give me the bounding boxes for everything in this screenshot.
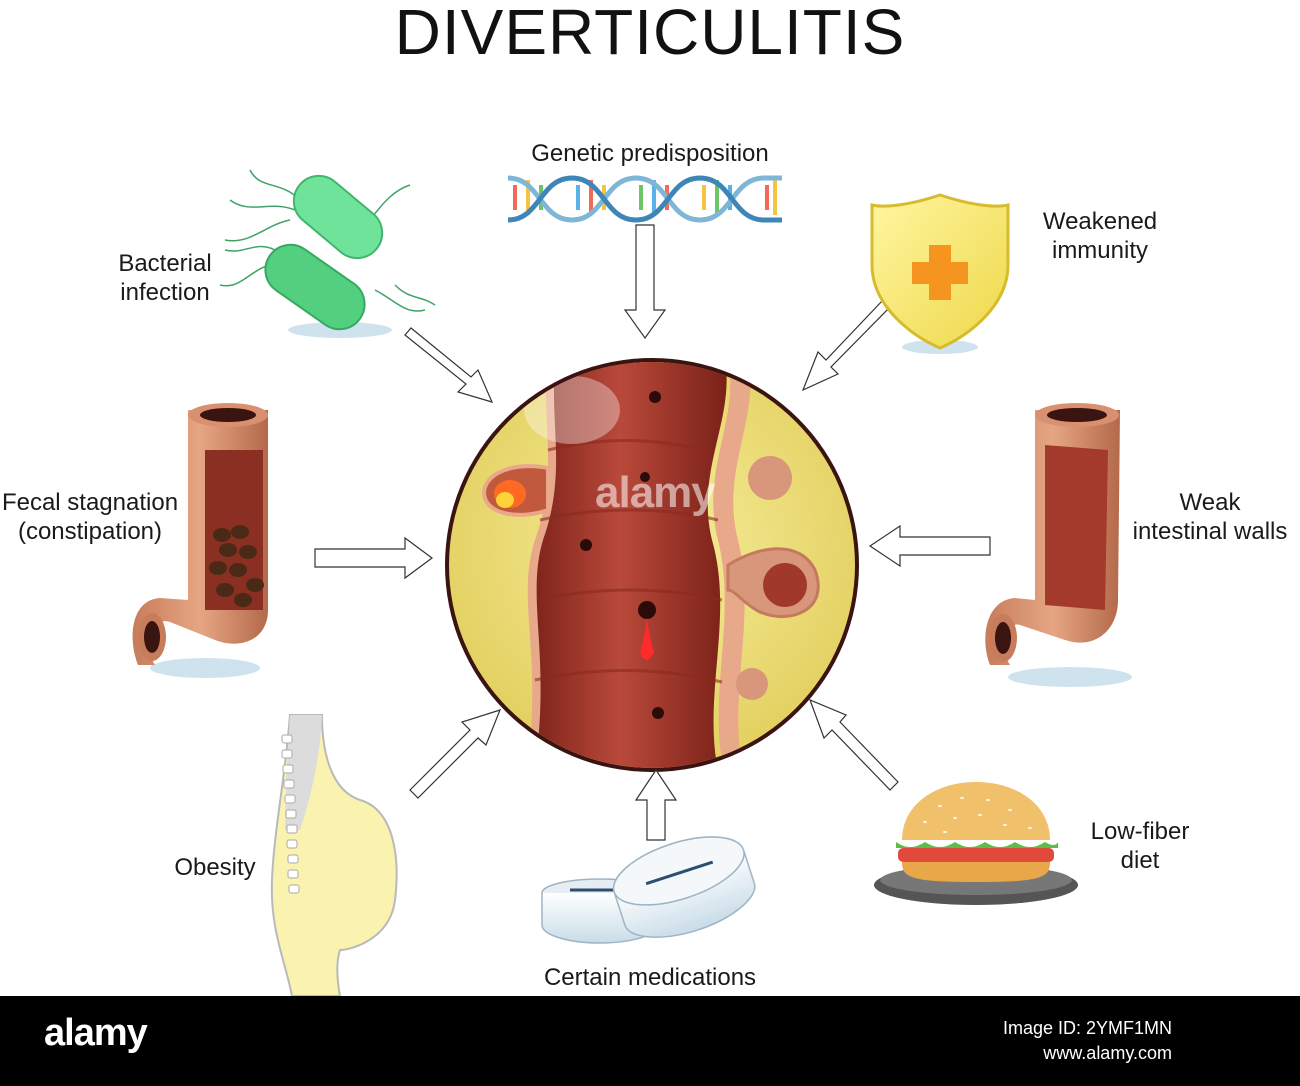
page-title: DIVERTICULITIS [394,0,906,68]
colon-weak-walls-icon [985,403,1132,687]
burger-icon [874,782,1078,905]
label-low-fiber-diet: Low-fiber diet [1090,818,1190,874]
arrow-fecal [314,536,434,580]
arrow-obesity [409,709,502,799]
colon-constipation-icon [132,403,268,678]
label-certain-medications: Certain medications [543,964,757,991]
footer-bar [0,996,1300,1086]
label-genetic-predisposition: Genetic predisposition [531,140,769,167]
footer-logo: alamy [44,1012,148,1054]
shield-icon [870,193,1010,354]
watermark: alamy [595,468,716,517]
arrow-bacterial [404,327,494,403]
footer-image-id: Image ID: 2YMF1MN [1002,1018,1172,1038]
arrow-low-fiber [808,698,899,791]
arrow-immunity [801,299,891,392]
arrow-weak-walls [868,524,991,568]
label-obesity: Obesity [174,854,256,881]
obesity-body-icon [270,714,398,997]
label-weak-intestinal-walls: Weak intestinal walls [1132,489,1288,545]
label-weakened-immunity: Weakened immunity [1042,208,1158,264]
dna-helix-icon [507,175,782,223]
arrow-medications [634,768,678,841]
label-bacterial-infection: Bacterial infection [118,250,212,306]
magnified-colon-circle [445,358,859,772]
bacteria-icon [219,169,436,338]
pills-icon [541,836,756,944]
arrow-genetic [623,224,667,340]
label-fecal-stagnation: Fecal stagnation (constipation) [1,489,179,545]
footer-site: www.alamy.com [1043,1043,1172,1063]
